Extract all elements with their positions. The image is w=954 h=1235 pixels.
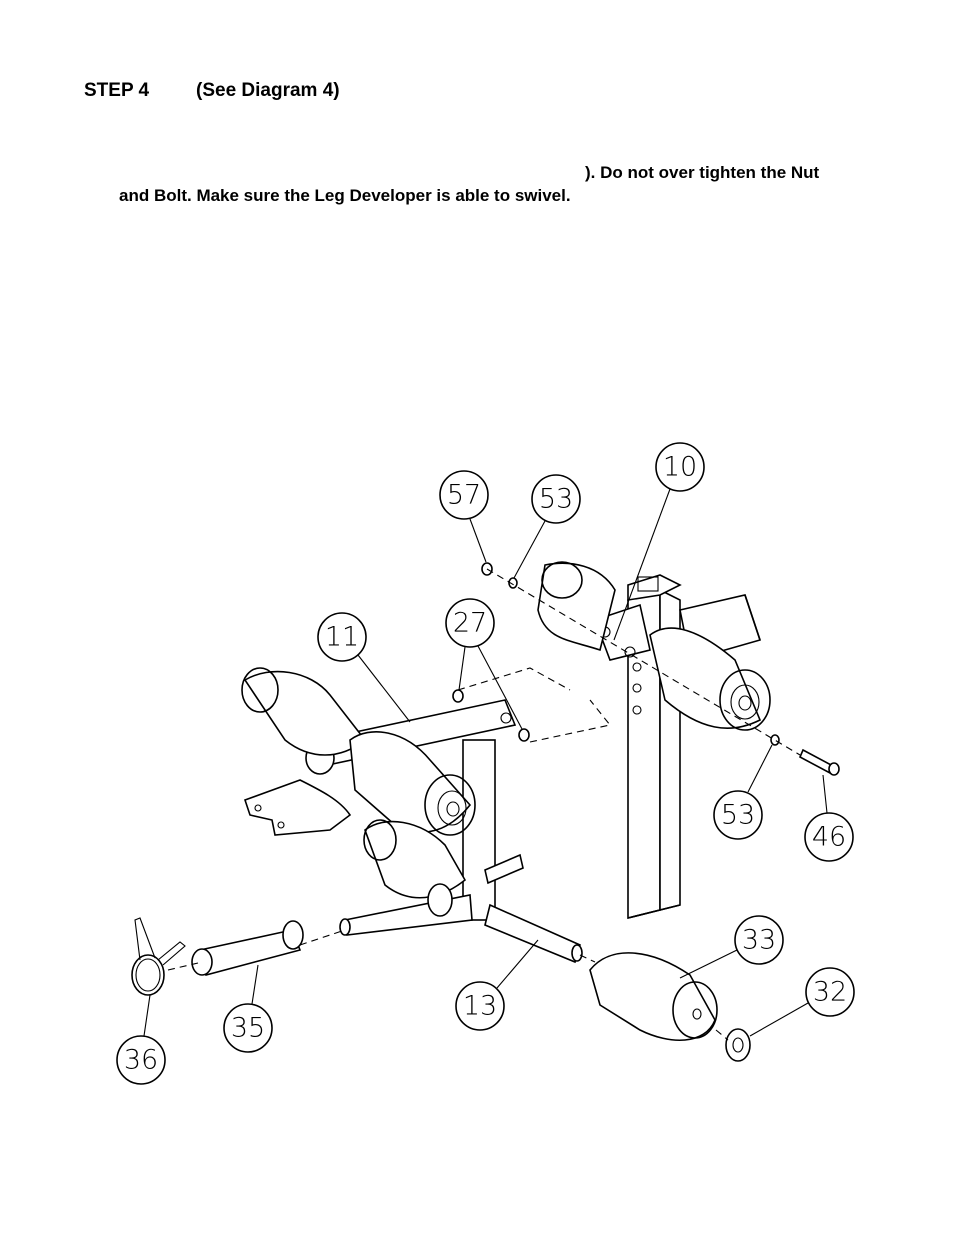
callout-10: 10 [663, 452, 697, 483]
washer-53 [508, 577, 780, 746]
lower-crossbar [339, 853, 583, 964]
front-lower-roller [589, 952, 718, 1041]
instruction-line-1: ). Do not over tighten the Nut [585, 163, 820, 182]
callout-33: 33 [742, 925, 776, 956]
weight-sleeve [191, 920, 304, 976]
diagram-reference: (See Diagram 4) [196, 80, 340, 101]
roller-retainer [725, 1028, 751, 1062]
callout-57: 57 [447, 480, 481, 511]
callout-32: 32 [813, 977, 847, 1008]
rear-roller-right [649, 627, 771, 731]
callout-36: 36 [124, 1045, 158, 1076]
callout-13: 13 [463, 991, 497, 1022]
leg-developer-tube [462, 739, 496, 921]
bushing-27 [452, 689, 530, 742]
callout-46: 46 [812, 822, 846, 853]
lower-rear-roller [363, 819, 467, 899]
callout-35: 35 [231, 1013, 265, 1044]
pivot-plate [243, 779, 352, 836]
bolt-46 [798, 748, 840, 776]
spring-collar [131, 917, 186, 996]
callout-27: 27 [453, 608, 487, 639]
callout-53-bottom: 53 [721, 800, 755, 831]
assembly-lines [167, 568, 801, 1041]
upper-right-roller [349, 731, 476, 836]
callouts: 57 53 10 11 27 53 46 33 32 [116, 442, 855, 1085]
callout-53-top: 53 [539, 484, 573, 515]
callout-11: 11 [325, 622, 359, 653]
upper-left-roller [241, 667, 367, 756]
rear-roller-left [537, 561, 616, 652]
step-label: STEP 4 [84, 80, 150, 101]
instruction-line-2: and Bolt. Make sure the Leg Developer is… [119, 186, 571, 205]
